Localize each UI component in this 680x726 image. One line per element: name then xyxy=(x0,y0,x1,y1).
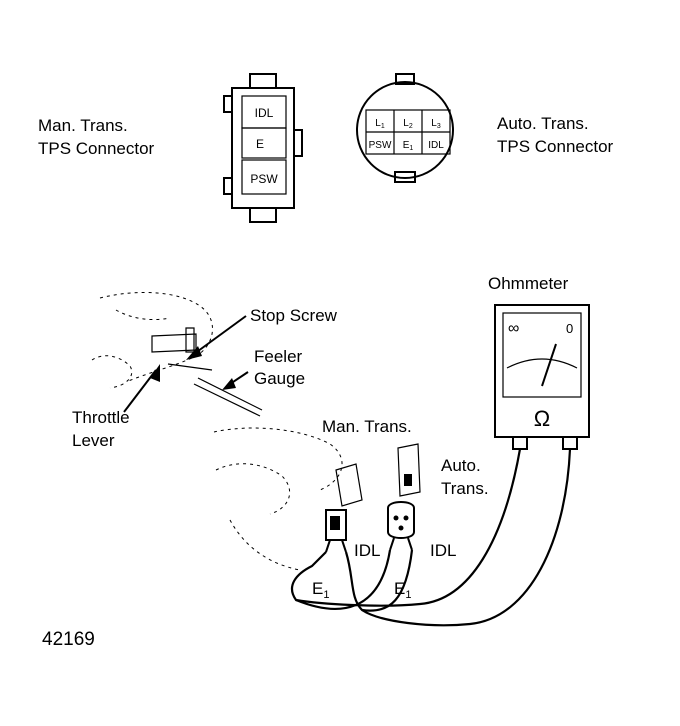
auto-trans-connector-label-line1: Auto. Trans. xyxy=(497,114,589,133)
auto-pin-l2: L2 xyxy=(403,118,413,130)
auto-pin-idl: IDL xyxy=(428,140,444,151)
throttle-lever-label-line2: Lever xyxy=(72,431,115,450)
auto-trans-connector-label-line2: TPS Connector xyxy=(497,137,614,156)
auto-pin-psw: PSW xyxy=(369,140,392,151)
ohmmeter-infinity-mark: ∞ xyxy=(508,320,519,337)
feeler-gauge-label-line1: Feeler xyxy=(254,347,303,366)
e1-left-label: E1 xyxy=(312,579,329,601)
throttle-lever-label-line1: Throttle xyxy=(72,408,130,427)
auto-pin-e1: E1 xyxy=(403,140,414,152)
auto-trans-connector-drawing: L1 L2 L3 PSW E1 IDL xyxy=(356,73,454,183)
man-trans-connector-label-line1: Man. Trans. xyxy=(38,116,128,135)
man-trans-connector-drawing: IDL E PSW xyxy=(223,73,303,223)
throttle-lever-arrow xyxy=(123,364,160,413)
ohmmeter-zero-mark: 0 xyxy=(566,321,573,336)
auto-trans-probe-connector xyxy=(387,443,421,551)
man-trans-probe-label: Man. Trans. xyxy=(322,417,412,436)
auto-pin-l3: L3 xyxy=(431,118,441,130)
idl-right-label: IDL xyxy=(430,541,456,560)
ohmmeter-drawing: ∞ 0 Ω xyxy=(494,304,590,450)
man-pin-psw: PSW xyxy=(250,172,278,186)
ohmmeter-test-leads xyxy=(290,448,572,627)
feeler-gauge-label-line2: Gauge xyxy=(254,369,305,388)
auto-pin-l1: L1 xyxy=(375,118,385,130)
man-trans-probe-connector xyxy=(325,463,363,553)
auto-trans-probe-label-line1: Auto. xyxy=(441,456,481,475)
stop-screw-arrow xyxy=(186,315,247,360)
feeler-gauge-arrow xyxy=(222,371,249,390)
man-trans-connector-label-line2: TPS Connector xyxy=(38,139,155,158)
figure-number: 42169 xyxy=(42,629,95,650)
man-pin-idl: IDL xyxy=(255,106,274,120)
ohm-symbol-icon: Ω xyxy=(534,406,550,431)
stop-screw-label: Stop Screw xyxy=(250,306,338,325)
idl-left-label: IDL xyxy=(354,541,380,560)
e1-right-label: E1 xyxy=(394,579,411,601)
ohmmeter-label: Ohmmeter xyxy=(488,274,569,293)
man-pin-e: E xyxy=(256,137,264,151)
throttle-body-sketch xyxy=(91,291,343,571)
auto-trans-probe-label-line2: Trans. xyxy=(441,479,489,498)
